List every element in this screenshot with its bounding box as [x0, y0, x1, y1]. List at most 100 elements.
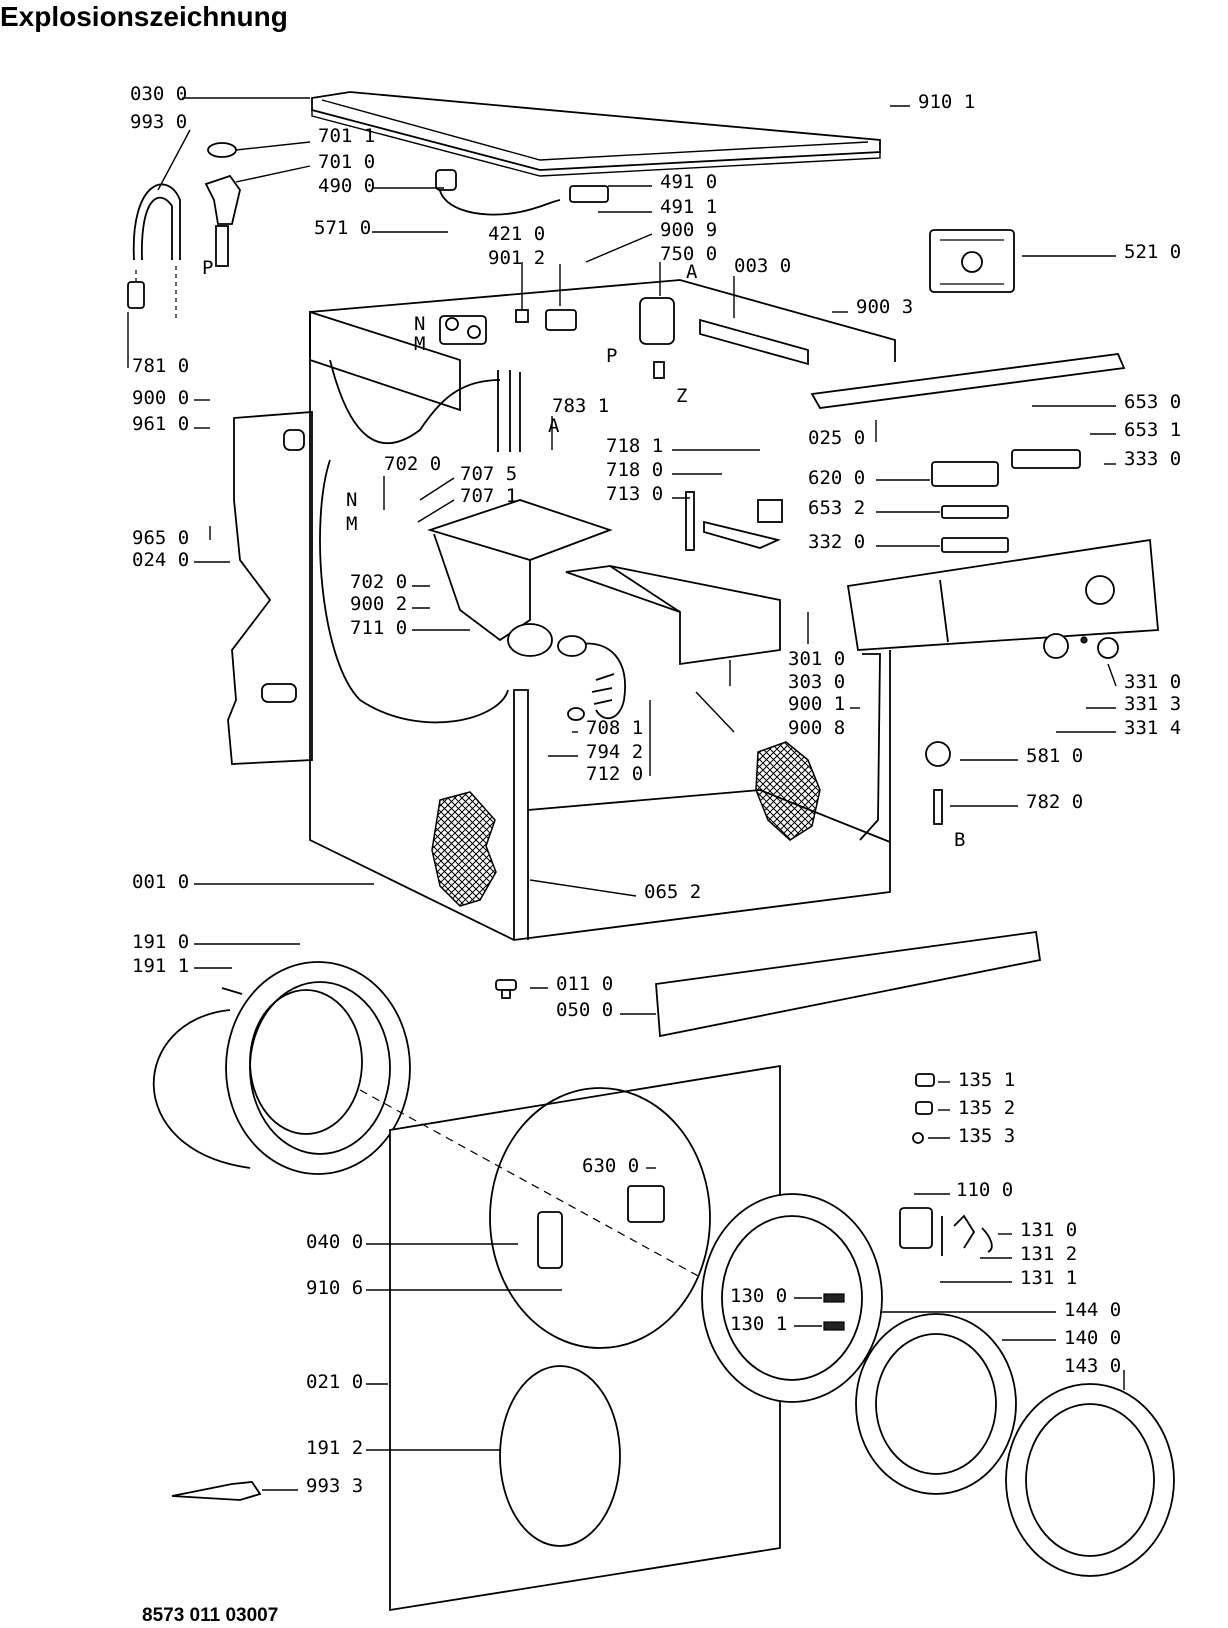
callout-131-1: 131 1	[1020, 1267, 1077, 1289]
callout-490-0: 490 0	[318, 175, 375, 197]
callout-900-1: 900 1	[788, 693, 845, 715]
base-plinth	[655, 930, 1042, 1038]
callout-131-0: 131 0	[1020, 1219, 1077, 1241]
callout-030-0: 030 0	[130, 83, 187, 105]
door-frame	[701, 1193, 883, 1403]
page-title: Explosionszeichnung	[0, 1, 288, 32]
callout-702-0: 702 0	[350, 571, 407, 593]
callout-333-0: 333 0	[1124, 448, 1181, 470]
callout-900-8: 900 8	[788, 717, 845, 739]
document-code: 8573 011 03007	[142, 1605, 279, 1626]
callout-021-0: 021 0	[306, 1371, 363, 1393]
rear-panel	[227, 411, 313, 765]
pressure-switch	[639, 297, 675, 345]
connection-letter-Z: Z	[676, 385, 687, 407]
callout-750-0: 750 0	[660, 243, 717, 265]
callout-191-2: 191 2	[306, 1437, 363, 1459]
top-lid	[311, 91, 881, 171]
callout-011-0: 011 0	[556, 973, 613, 995]
detergent-dispenser-housing	[427, 499, 613, 561]
callout-581-0: 581 0	[1026, 745, 1083, 767]
fill-hose	[132, 183, 181, 261]
callout-491-0: 491 0	[660, 171, 717, 193]
callout-332-0: 332 0	[808, 531, 865, 553]
leader-line	[157, 129, 191, 191]
top-crossbar	[810, 353, 1126, 409]
callout-140-0: 140 0	[1064, 1327, 1121, 1349]
parts-artwork	[127, 91, 1175, 1612]
callout-110-0: 110 0	[956, 1179, 1013, 1201]
door-handle	[899, 1207, 933, 1249]
connection-letter-N: N	[414, 313, 425, 335]
callout-130-0: 130 0	[730, 1285, 787, 1307]
callout-901-2: 901 2	[488, 247, 545, 269]
connection-letter-P: P	[202, 257, 213, 279]
callout-331-4: 331 4	[1124, 717, 1181, 739]
callout-707-1: 707 1	[460, 485, 517, 507]
callout-712-0: 712 0	[586, 763, 643, 785]
callout-718-0: 718 0	[606, 459, 663, 481]
callout-701-0: 701 0	[318, 151, 375, 173]
callout-301-0: 301 0	[788, 648, 845, 670]
callout-910-1: 910 1	[918, 91, 975, 113]
callout-040-0: 040 0	[306, 1231, 363, 1253]
callout-782-0: 782 0	[1026, 791, 1083, 813]
callout-130-1: 130 1	[730, 1313, 787, 1335]
callout-653-1: 653 1	[1124, 419, 1181, 441]
callout-630-0: 630 0	[582, 1155, 639, 1177]
callout-993-3: 993 3	[306, 1475, 363, 1497]
cabinet	[309, 310, 461, 412]
callout-024-0: 024 0	[132, 549, 189, 571]
leader-line	[529, 879, 637, 897]
door-glass	[855, 1313, 1017, 1495]
service-tool	[171, 1481, 262, 1501]
inlet-nozzle	[204, 174, 241, 225]
callout-065-2: 065 2	[644, 881, 701, 903]
callout-leader-lines	[127, 97, 1125, 1491]
callout-144-0: 144 0	[1064, 1299, 1121, 1321]
callout-421-0: 421 0	[488, 223, 545, 245]
connection-letter-B: B	[954, 829, 965, 851]
connection-letter-P: P	[606, 345, 617, 367]
callout-993-0: 993 0	[130, 111, 187, 133]
callout-135-2: 135 2	[958, 1097, 1015, 1119]
callout-135-1: 135 1	[958, 1069, 1015, 1091]
connection-letter-N: N	[346, 489, 357, 511]
callout-961-0: 961 0	[132, 413, 189, 435]
door-gasket	[225, 961, 411, 1175]
callout-521-0: 521 0	[1124, 241, 1181, 263]
callout-900-3: 900 3	[856, 296, 913, 318]
callout-708-1: 708 1	[586, 717, 643, 739]
callout-003-0: 003 0	[734, 255, 791, 277]
callout-303-0: 303 0	[788, 671, 845, 693]
callout-900-0: 900 0	[132, 387, 189, 409]
insulation-pad-right	[755, 741, 821, 841]
callout-900-9: 900 9	[660, 219, 717, 241]
callout-025-0: 025 0	[808, 427, 865, 449]
leader-line	[585, 233, 653, 263]
door-ring	[1005, 1383, 1175, 1577]
callout-783-1: 783 1	[552, 395, 609, 417]
connection-letter-M: M	[346, 513, 357, 535]
callout-711-0: 711 0	[350, 617, 407, 639]
keyboard-board	[931, 461, 999, 487]
callout-001-0: 001 0	[132, 871, 189, 893]
callout-965-0: 965 0	[132, 527, 189, 549]
leader-line	[695, 691, 735, 733]
bellows-hose	[579, 642, 626, 720]
callout-143-0: 143 0	[1064, 1355, 1121, 1377]
callout-653-0: 653 0	[1124, 391, 1181, 413]
callout-781-0: 781 0	[132, 355, 189, 377]
callout-135-3: 135 3	[958, 1125, 1015, 1147]
callout-571-0: 571 0	[314, 217, 371, 239]
callout-713-0: 713 0	[606, 483, 663, 505]
leader-line	[235, 141, 311, 151]
callout-794-2: 794 2	[586, 741, 643, 763]
callout-191-1: 191 1	[132, 955, 189, 977]
connection-letter-M: M	[414, 333, 425, 355]
callout-701-1: 701 1	[318, 125, 375, 147]
connection-letter-A: A	[686, 261, 698, 283]
